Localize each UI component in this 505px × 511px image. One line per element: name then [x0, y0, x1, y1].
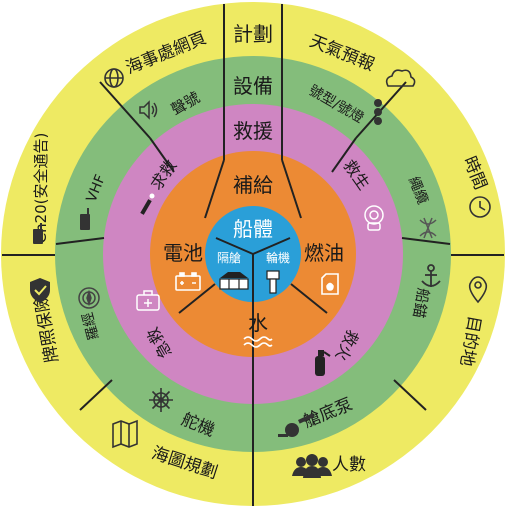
engine-icon	[266, 270, 280, 294]
fire-extinguisher-icon	[315, 350, 331, 376]
lifebuoy-icon	[364, 205, 384, 231]
green-right-lower-label: 船錨	[409, 287, 432, 320]
bulkhead-icon	[219, 272, 249, 290]
center-left-label: 隔艙	[217, 250, 241, 265]
shield-check-icon	[30, 278, 50, 303]
center-right-label: 輪機	[266, 250, 290, 265]
center-title: 船體	[233, 217, 273, 241]
clock-icon	[469, 196, 491, 218]
water-waves-icon	[243, 336, 273, 348]
orange-right-label: 燃油	[304, 241, 344, 265]
anchor-icon	[421, 264, 441, 287]
orange-left-label: 電池	[163, 241, 203, 265]
ship-wheel-icon	[149, 388, 173, 412]
bilge-pump-icon	[278, 413, 315, 437]
globe-icon	[104, 68, 124, 88]
radio-icon-vhf	[80, 208, 90, 230]
rope-icon	[419, 217, 437, 239]
green-left-lower-label: 羅經	[80, 310, 103, 341]
green-top-label: 設備	[233, 74, 273, 98]
outer-left-upper-label: Ch20(安全通告)	[32, 133, 50, 244]
orange-top-label: 補給	[233, 173, 273, 197]
fuel-can-icon	[321, 273, 339, 295]
map-icon	[112, 419, 138, 449]
outer-top-label: 計劃	[233, 22, 273, 46]
compass-icon	[78, 287, 100, 309]
battery-icon	[175, 272, 201, 291]
outer-bottom-right-label: 人數	[332, 455, 366, 475]
flare-icon	[140, 193, 155, 215]
orange-bottom-label: 水	[248, 311, 268, 335]
people-icon	[292, 454, 332, 478]
day-shapes-icon	[374, 99, 382, 125]
cloud-icon	[385, 69, 416, 87]
radio-icon-ch20	[33, 223, 43, 244]
pink-top-label: 救援	[233, 119, 273, 143]
speaker-icon	[139, 100, 158, 120]
location-pin-icon	[468, 276, 488, 304]
top-divider-lines	[204, 4, 302, 219]
first-aid-kit-icon	[136, 290, 160, 311]
